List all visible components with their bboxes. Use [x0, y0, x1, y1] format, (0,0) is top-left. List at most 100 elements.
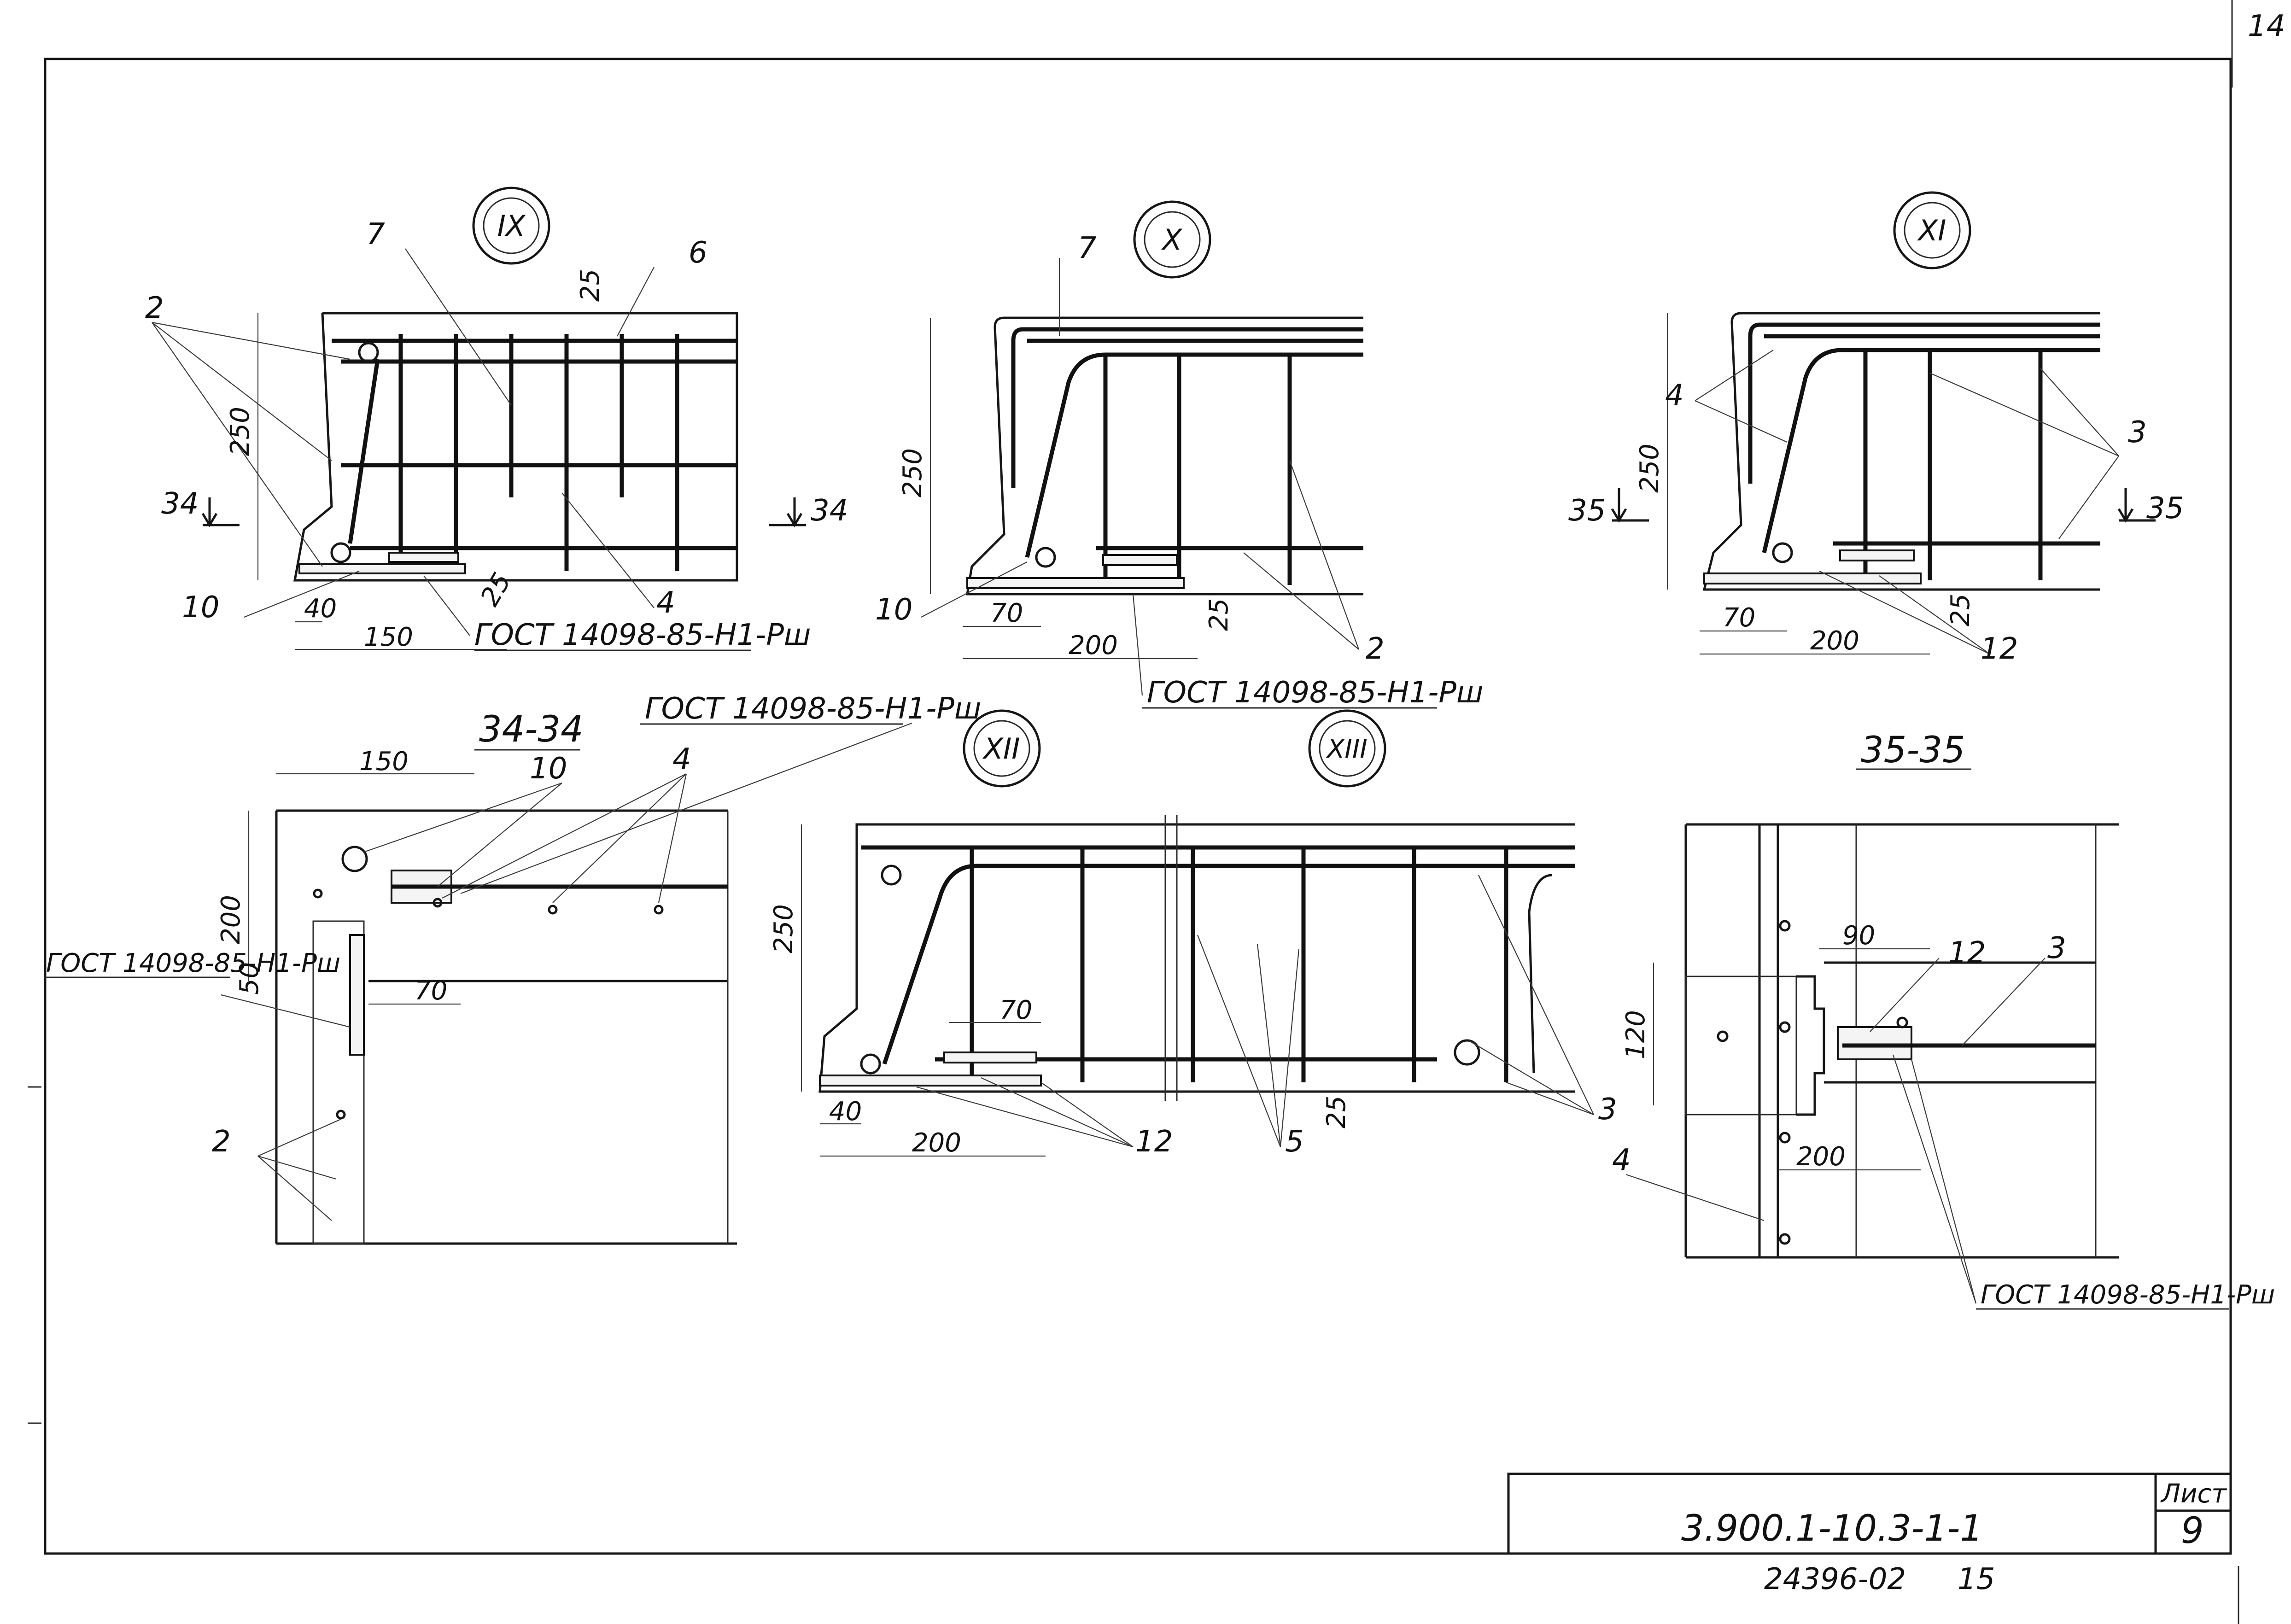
detail-x-weld-note: ГОСТ 14098-85-Н1-Рш [1147, 676, 1483, 710]
section-35-bar-dot [1779, 1233, 1791, 1245]
section-34-dim-150: 150 [359, 747, 409, 777]
detail-xi-leader [1879, 575, 1990, 654]
section-34-weld-note-top: ГОСТ 14098-85-Н1-Рш [645, 692, 981, 726]
detail-xi-dim-250: 250 [1635, 444, 1665, 493]
detail-xiii-roman: XIII [1326, 734, 1368, 764]
section-34-callout-4: 4 [672, 742, 691, 777]
detail-xii-dim-200: 200 [912, 1128, 961, 1158]
section-35-dim-200: 200 [1796, 1142, 1846, 1172]
detail-xiii-leader [1478, 875, 1594, 1115]
detail-xiii-callout-3: 3 [1598, 1092, 1617, 1127]
detail-ix-section-arrow [786, 497, 803, 527]
section-35-leader [1962, 958, 2046, 1046]
detail-ix-leader [152, 322, 332, 461]
section-34-leader [221, 994, 351, 1028]
detail-xi-leader [1695, 400, 1788, 443]
document-code: 3.900.1-10.3-1-1 [1681, 1508, 1983, 1549]
section-35-leader [1911, 1059, 1977, 1304]
detail-xi-callout-12: 12 [1981, 632, 2018, 666]
detail-x-callout-10: 10 [875, 593, 912, 627]
section-34-weld-plate [349, 934, 365, 1056]
section-35-leader [1870, 958, 1940, 1032]
detail-xi-section-arrow [2117, 488, 2134, 523]
archive-number: 24396-02 [1764, 1562, 1906, 1596]
detail-xi-top-bar [1748, 322, 2100, 484]
detail-xi: XI 4 3 12 250 70 200 25 35 35 [1568, 191, 2184, 666]
section-34-bar-dot [313, 888, 323, 899]
detail-xi-dim-200: 200 [1810, 626, 1859, 656]
detail-xii-dim-250: 250 [769, 904, 799, 953]
section-34-bar-section [341, 846, 368, 872]
section-34-title: 34-34 [479, 709, 584, 750]
detail-xii-bent-bar [882, 864, 1575, 1065]
detail-ix-callout-2: 2 [145, 291, 164, 325]
detail-ix-outline [293, 312, 738, 582]
list-number: 9 [2181, 1510, 2204, 1552]
detail-xi-leader [1819, 571, 1990, 654]
detail-xii-callout-12: 12 [1135, 1125, 1173, 1159]
detail-ix-plate-weld [388, 552, 459, 563]
detail-xiii-marker: XIII [1308, 709, 1386, 788]
section-34-bar-dot [336, 1110, 346, 1120]
detail-xii-bar-section [881, 865, 902, 886]
detail-x-dim-70: 70 [990, 598, 1023, 628]
section-35-dim-90: 90 [1842, 921, 1875, 951]
section-34-dim-70: 70 [415, 976, 447, 1006]
section-35-title: 35-35 [1861, 730, 1965, 771]
detail-ix-roman: IX [497, 209, 526, 243]
detail-xiii-leader [1197, 935, 1281, 1147]
section-35-callout-12: 12 [1948, 936, 1986, 970]
section-35-bar-dot [1896, 1016, 1908, 1028]
section-35-callout-3: 3 [2047, 931, 2066, 965]
detail-ix-dim-40: 40 [304, 594, 337, 624]
detail-xi-plate-weld [1839, 549, 1915, 561]
detail-xii-embedded-plate [819, 1075, 1042, 1087]
detail-ix-section-label-left: 34 [161, 487, 199, 521]
detail-ix-callout-7: 7 [366, 217, 385, 251]
detail-xii-xiii: XII XIII [769, 709, 1617, 1159]
section-35-bar-dot [1779, 920, 1791, 932]
detail-xi-leader [1695, 350, 1774, 401]
section-34-leader [363, 782, 562, 853]
archive-page: 15 [1958, 1562, 1995, 1596]
section-35-bar-dot [1779, 1021, 1791, 1033]
section-35-callout-4: 4 [1612, 1143, 1631, 1177]
section-34-leader [257, 1155, 337, 1180]
title-block: 3.900.1-10.3-1-1 Лист 9 24396-02 15 [1507, 1472, 2232, 1596]
detail-xii-dim-70: 70 [999, 995, 1032, 1025]
section-34-leader [658, 773, 687, 903]
section-34-leader [552, 773, 687, 903]
section-35-leader [1625, 1174, 1765, 1221]
detail-xii-roman: XII [982, 732, 1020, 765]
detail-xii-outline [818, 823, 1575, 1093]
detail-xiii-dim-25: 25 [1321, 1096, 1351, 1128]
detail-xi-bar-section [1772, 542, 1793, 563]
detail-ix-leader [561, 492, 655, 608]
detail-x-callout-7: 7 [1078, 231, 1097, 265]
detail-ix-dim-25b: 25 [475, 568, 517, 611]
section-34-bar-dot [654, 905, 664, 915]
section-34-leader [437, 783, 562, 887]
detail-x-dim-250: 250 [898, 448, 928, 497]
section-35-column [1685, 976, 1797, 1116]
detail-x-leader [1243, 552, 1359, 650]
detail-xi-marker: XI [1893, 191, 1971, 269]
detail-x-bent-bar [1025, 352, 1363, 558]
detail-xi-leader [1929, 372, 2119, 457]
detail-xi-callout-4: 4 [1665, 379, 1684, 413]
section-35-bar-dot [1717, 1030, 1729, 1042]
detail-ix-marker: IX [472, 187, 550, 265]
detail-x-marker: X [1133, 200, 1211, 279]
section-34-dim-50: 50 [234, 962, 264, 995]
detail-xi-dim-70: 70 [1723, 603, 1755, 633]
detail-ix: IX 2 7 6 10 4 25 [145, 187, 848, 652]
detail-xiii-leader [1506, 1081, 1594, 1116]
section-35-plate [1837, 1026, 1912, 1060]
detail-xiii-leader [1469, 1040, 1594, 1115]
detail-xi-section-label-right: 35 [2146, 491, 2184, 526]
detail-xii-plate-weld [943, 1052, 1037, 1063]
detail-xiii-leader [1280, 948, 1300, 1147]
section-34-dim-200: 200 [216, 895, 246, 944]
section-35-corbel [1796, 975, 1825, 1116]
detail-x-leader [1132, 594, 1143, 696]
